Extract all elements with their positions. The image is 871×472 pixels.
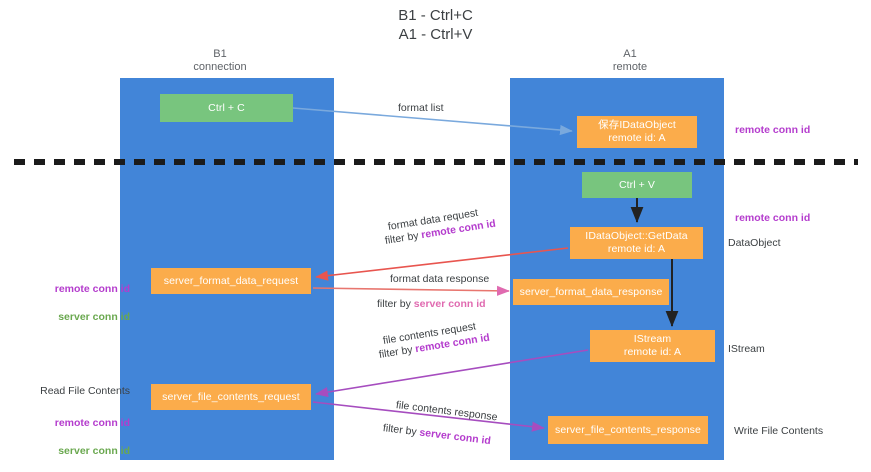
side-label-read-file-contents: Read File Contents — [40, 385, 130, 397]
box-server-format-data-response[interactable]: server_format_data_response — [513, 279, 669, 305]
column-header-a1: A1 remote — [612, 48, 648, 73]
side-label-remote-conn-id-mid: remote conn id — [735, 212, 811, 224]
box-server-format-data-request[interactable]: server_format_data_request — [151, 268, 311, 294]
side-label-remote-conn-id: remote conn id — [54, 283, 130, 295]
filter-key-server-conn-id: server conn id — [413, 298, 486, 310]
side-label-remote-conn-id: remote conn id — [54, 417, 130, 429]
box-server-file-contents-request[interactable]: server_file_contents_request — [151, 384, 311, 410]
filter-prefix: filter by — [377, 298, 414, 310]
side-label-remote-conn-id-top: remote conn id — [735, 124, 811, 136]
box-istream[interactable]: IStream remote id: A — [590, 330, 715, 362]
arrow-format-data-response — [312, 285, 510, 296]
box-server-file-contents-response[interactable]: server_file_contents_response — [548, 416, 708, 444]
side-label-conn-ids-bottom: remote conn id server conn id — [20, 402, 130, 472]
side-label-server-conn-id: server conn id — [58, 445, 130, 457]
column-header-b1: B1 connection — [193, 48, 247, 73]
side-label-write-file-contents: Write File Contents — [734, 425, 824, 437]
diagram-title: B1 - Ctrl+C A1 - Ctrl+V — [398, 7, 473, 43]
side-label-conn-ids-top: remote conn id server conn id — [20, 268, 130, 338]
side-label-istream: IStream — [728, 343, 765, 355]
side-label-server-conn-id: server conn id — [58, 311, 130, 323]
arrow-file-contents-request — [315, 349, 589, 398]
arrow-file-contents-response — [312, 401, 545, 432]
box-ctrl-v[interactable]: Ctrl + V — [582, 172, 692, 198]
box-save-idataobject[interactable]: 保存IDataObject remote id: A — [577, 116, 697, 148]
label-format-data-response: format data response — [390, 273, 490, 285]
side-label-dataobject: DataObject — [728, 237, 781, 249]
box-idataobject-getdata[interactable]: IDataObject::GetData remote id: A — [570, 227, 703, 259]
label-format-data-response-filter: filter by server conn id — [377, 297, 486, 311]
label-format-list: format list — [398, 102, 444, 114]
arrow-format-data-request — [315, 247, 569, 281]
box-ctrl-c[interactable]: Ctrl + C — [160, 94, 293, 122]
arrow-format-list — [292, 107, 573, 136]
